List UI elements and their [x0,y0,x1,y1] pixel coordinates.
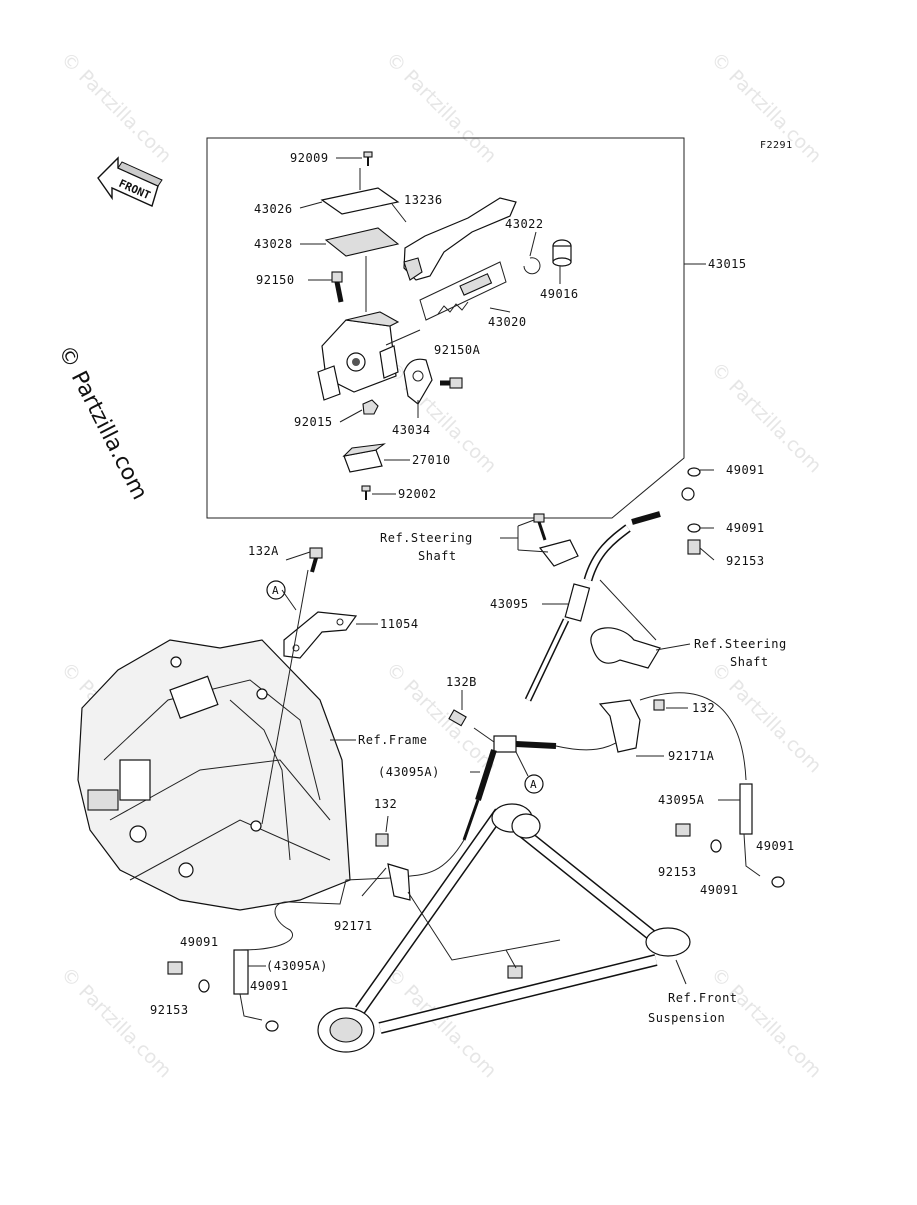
cable-clamp-icon [533,513,579,567]
callout-49016: 49016 [540,287,579,301]
screw-icon [363,151,373,166]
callout-132: 132 [374,797,397,811]
marker-a [266,580,286,600]
junction-icon [448,709,557,841]
callout-132b: 132B [446,675,477,689]
diaphragm-icon [324,227,400,257]
callout-49091: 49091 [726,521,765,535]
callout-92153: 92153 [658,865,697,879]
watermark: © Partzilla.com [56,48,175,167]
copyright-text: © Partzilla.com [53,341,152,504]
brake-line-icon [167,839,465,1032]
watermark: © Partzilla.com [381,658,500,777]
callout-49091: 49091 [700,883,739,897]
watermark: © Partzilla.com [56,963,175,1082]
callout-43026: 43026 [254,202,293,216]
a-arm-icon [317,803,691,1053]
assembly-box [206,137,685,519]
callout-43015: 43015 [708,257,747,271]
master-cylinder-icon [317,311,400,401]
screw-icon [361,485,371,500]
front-arrow-icon: FRONT [97,156,163,207]
bolt-icon [375,833,389,847]
callout-92150: 92150 [256,273,295,287]
callout-43095a: 43095A [658,793,705,807]
callout-11054: 11054 [380,617,419,631]
watermark: © Partzilla.com [706,358,825,477]
callout-92009: 92009 [290,151,329,165]
callout-92015: 92015 [294,415,333,429]
callout-49091: 49091 [756,839,795,853]
callout-92171: 92171 [334,919,373,933]
callout-92002: 92002 [398,487,437,501]
callout-43028: 43028 [254,237,293,251]
nut-icon [362,399,379,415]
callout-132: 132 [692,701,715,715]
callout-27010: 27010 [412,453,451,467]
callout-ref-steering-shaft: Ref.Steering [380,531,473,545]
callout-49091: 49091 [180,935,219,949]
callout-43034: 43034 [392,423,431,437]
clamp-icon [403,358,433,405]
callout-ref-steering-shaft-2: Shaft [730,655,769,669]
callout-43095: 43095 [490,597,529,611]
marker-a [524,774,544,794]
bolt-icon [309,547,323,573]
brake-hose-icon [524,467,701,702]
callout-132a: 132A [248,544,279,558]
frame-icon [77,639,351,911]
callout-43020: 43020 [488,315,527,329]
brake-line-icon [555,692,785,888]
callout-labels: 92009 43026 13236 43022 43028 49016 4301… [150,151,795,1025]
callout-43095a-ref: (43095A) [266,959,328,973]
bolt-icon [440,377,463,389]
callout-ref-front-suspension-2: Suspension [648,1011,725,1025]
callout-ref-frame: Ref.Frame [358,733,428,747]
brake-lever-icon [403,197,517,281]
callout-ref-steering-shaft-2: Shaft [418,549,457,563]
marker-a-label: A [272,584,279,597]
callout-ref-front-suspension: Ref.Front [668,991,738,1005]
marker-a-label: A [530,778,537,791]
callout-92153: 92153 [726,554,765,568]
callout-43022: 43022 [505,217,544,231]
reservoir-cap-icon [320,187,400,215]
watermark: © Partzilla.com [706,658,825,777]
callout-13236: 13236 [404,193,443,207]
callout-49091: 49091 [726,463,765,477]
watermark: © Partzilla.com [381,48,500,167]
callout-49091: 49091 [250,979,289,993]
callout-43095a-ref: (43095A) [378,765,440,779]
hose-clamp-icon [590,627,661,669]
brake-switch-icon [342,443,386,473]
leader-lines [299,157,706,495]
dust-boot-icon [552,239,572,267]
callout-92171a: 92171A [668,749,715,763]
leader-lines [248,469,740,985]
bracket-icon [283,611,358,659]
diagram-id: F2291 [760,140,793,151]
bolt-icon [331,271,344,303]
circlip-icon [523,257,541,275]
callout-ref-steering-shaft: Ref.Steering [694,637,787,651]
callout-92153: 92153 [150,1003,189,1017]
piston-kit-icon [419,261,507,321]
callout-92150a: 92150A [434,343,481,357]
